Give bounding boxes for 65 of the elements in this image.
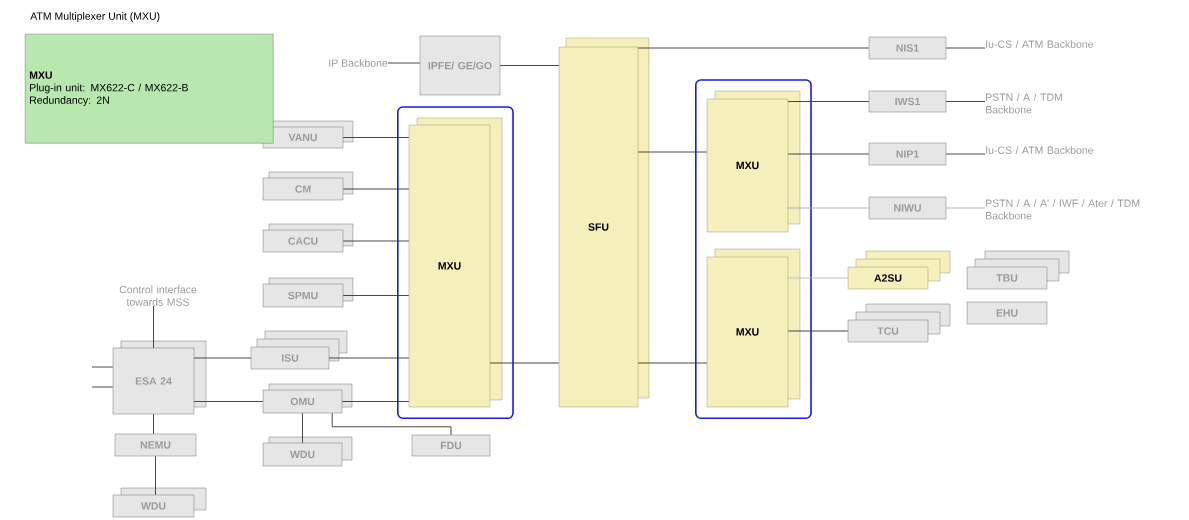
connector-line: [945, 153, 986, 155]
connector-line: [637, 151, 708, 153]
group-frame: [695, 79, 812, 419]
diagram-title: ATM Multiplexer Unit (MXU): [30, 12, 160, 22]
unit-box: SPMU: [262, 277, 354, 308]
connector-line: [787, 207, 870, 209]
interface-label: Iu-CS / ATM Backbone: [986, 146, 1094, 154]
connector-line: [153, 413, 154, 435]
unit-box: ESA 24: [112, 340, 207, 415]
node-label: TCU: [877, 327, 899, 335]
connector-line: [91, 366, 114, 368]
connector-line: [945, 207, 986, 209]
unit-box: CACU: [262, 223, 354, 253]
connector-line: [153, 305, 154, 349]
connector-line: [489, 362, 560, 364]
connector-line: [328, 357, 410, 359]
connector-line: [387, 62, 421, 64]
connector-line: [945, 101, 986, 102]
interface-label: Control interface towards MSS: [119, 285, 197, 306]
node-label: A2SU: [874, 274, 902, 282]
unit-box: OMU: [262, 383, 353, 414]
interface-label: IP Backbone: [329, 59, 388, 67]
connector-line: [787, 153, 870, 155]
interface-label: Iu-CS / ATM Backbone: [986, 40, 1094, 48]
connector-line: [342, 188, 410, 190]
connector-line: [945, 47, 986, 49]
connector-line: [342, 295, 410, 296]
group-frame: [397, 106, 514, 419]
unit-box: TCU: [847, 303, 951, 343]
unit-box: CM: [262, 171, 354, 201]
unit-box: IWS1: [868, 90, 947, 113]
connector-line: [331, 412, 452, 436]
unit-box: TBU: [966, 250, 1070, 290]
connector-line: [193, 357, 252, 359]
connector-line: [499, 65, 560, 66]
info-box: MXU Plug-in unit: MX622-C / MX622-B Redundancy: 2N: [25, 34, 274, 144]
connector-line: [637, 362, 708, 364]
connector-line: [155, 455, 156, 496]
connector-line: [341, 401, 410, 402]
connector-line: [302, 412, 303, 444]
unit-box: NIS1: [868, 36, 947, 60]
connector-line: [637, 47, 870, 49]
unit-box: ISU: [250, 330, 348, 370]
unit-box: A2SU: [847, 250, 951, 290]
node-label: TBU: [996, 274, 1018, 282]
unit-box: NIWU: [868, 196, 947, 220]
connector-line: [193, 401, 264, 402]
unit-box: NEMU: [114, 433, 197, 457]
unit-box: MXU: [706, 248, 801, 408]
connector-line: [91, 386, 114, 388]
unit-box: MXU: [408, 117, 503, 408]
unit-box: WDU: [262, 436, 353, 467]
unit-box: WDU: [112, 487, 207, 518]
interface-label: PSTN / A / A' / IWF / Ater / TDM Backbone: [986, 199, 1140, 220]
unit-box: EHU: [966, 301, 1048, 325]
connector-line: [342, 137, 410, 138]
unit-box: SFU: [558, 37, 650, 408]
connector-line: [787, 101, 870, 102]
unit-box: FDU: [411, 434, 491, 457]
unit-box: IPFE/ GE/GO: [419, 35, 501, 96]
interface-label: PSTN / A / TDM Backbone: [986, 93, 1062, 114]
connector-line: [342, 240, 410, 242]
connector-line: [787, 330, 849, 332]
unit-box: MXU: [706, 90, 801, 233]
unit-box: NIP1: [868, 142, 947, 166]
